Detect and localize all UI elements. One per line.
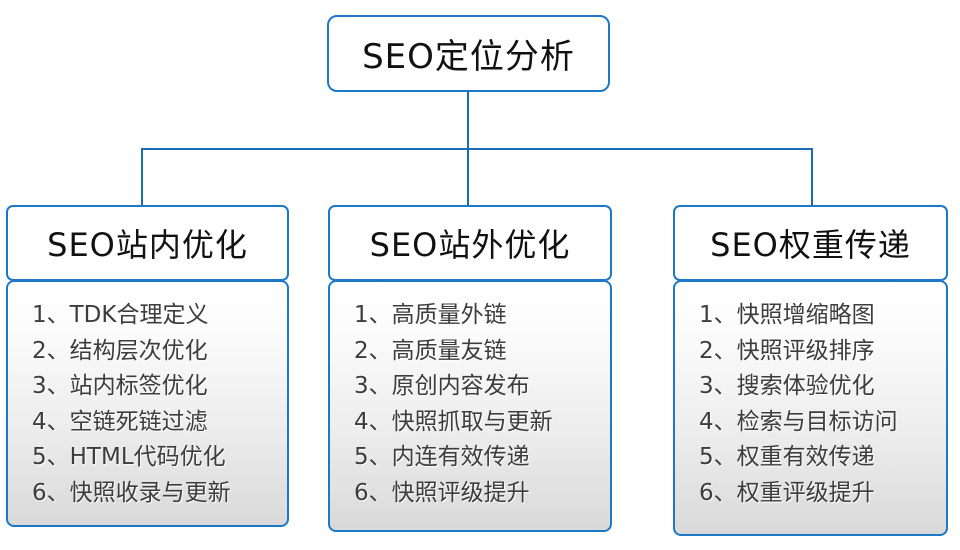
root-node-label: SEO定位分析: [362, 37, 575, 77]
branch-list-offsite: 1、高质量外链 2、高质量友链 3、原创内容发布 4、快照抓取与更新 5、内连有…: [328, 280, 612, 532]
branch-list-onsite: 1、TDK合理定义 2、结构层次优化 3、站内标签优化 4、空链死链过滤 5、H…: [6, 280, 289, 527]
list-item: 4、快照抓取与更新: [354, 408, 553, 435]
branch-header-offsite: SEO站外优化: [328, 205, 612, 281]
list-item: 6、快照评级提升: [354, 479, 530, 506]
list-item: 1、高质量外链: [354, 302, 507, 328]
connector-drop-right: [811, 148, 813, 206]
list-item: 1、TDK合理定义: [32, 302, 209, 328]
connector-horizontal-bar: [141, 148, 813, 150]
list-item: 5、HTML代码优化: [32, 444, 226, 470]
connector-drop-center: [467, 148, 469, 206]
list-item: 5、内连有效传递: [354, 444, 530, 470]
connector-root-stem: [467, 92, 469, 149]
list-item: 2、快照评级排序: [699, 337, 875, 364]
branch-header-label: SEO站内优化: [47, 226, 248, 264]
list-item: 5、权重有效传递: [699, 444, 875, 470]
list-item: 2、结构层次优化: [32, 337, 208, 364]
list-item: 4、空链死链过滤: [32, 408, 208, 435]
branch-header-label: SEO权重传递: [710, 226, 911, 264]
list-item: 3、搜索体验优化: [699, 373, 875, 399]
list-item: 2、高质量友链: [354, 337, 507, 364]
list-item: 4、检索与目标访问: [699, 408, 898, 435]
list-item: 3、站内标签优化: [32, 373, 208, 399]
branch-header-onsite: SEO站内优化: [6, 205, 289, 281]
branch-header-label: SEO站外优化: [369, 226, 571, 264]
root-node: SEO定位分析: [327, 15, 610, 92]
list-item: 6、快照收录与更新: [32, 479, 231, 506]
branch-header-weight: SEO权重传递: [673, 205, 948, 281]
connector-drop-left: [141, 148, 143, 206]
list-item: 1、快照增缩略图: [699, 302, 875, 328]
branch-list-weight: 1、快照增缩略图 2、快照评级排序 3、搜索体验优化 4、检索与目标访问 5、权…: [673, 280, 948, 536]
list-item: 3、原创内容发布: [354, 373, 530, 399]
list-item: 6、权重评级提升: [699, 479, 875, 506]
